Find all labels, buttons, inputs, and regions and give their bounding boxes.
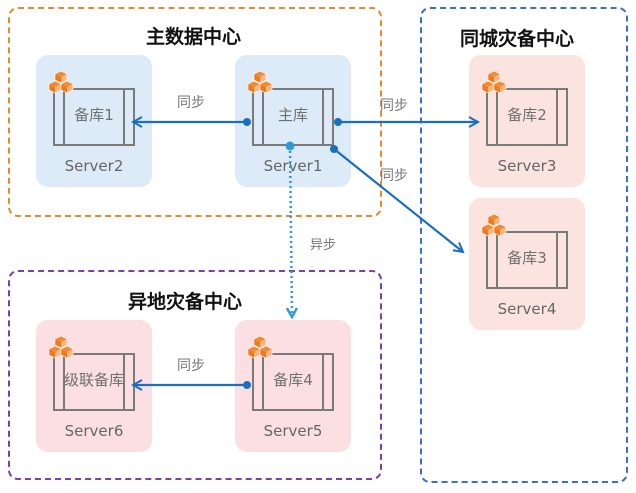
- database-icon: 备库4: [252, 353, 334, 411]
- zone-remote-title: 异地灾备中心: [128, 291, 243, 313]
- cubes-icon: [247, 70, 273, 94]
- edge-label-s1-s3: 同步: [380, 98, 408, 114]
- zone-same-city-title: 同城灾备中心: [460, 28, 575, 50]
- link-endpoint: [330, 145, 338, 153]
- server-card-server3[interactable]: 备库2 Server3: [469, 55, 585, 187]
- cubes-icon: [48, 70, 74, 94]
- edge-label-s1-s4: 同步: [380, 168, 408, 184]
- zone-primary-title: 主数据中心: [146, 26, 242, 48]
- link-endpoint: [334, 118, 342, 126]
- link-server1-server5: [290, 145, 292, 317]
- edge-label-s1-s2: 同步: [177, 95, 205, 111]
- server-label: Server6: [64, 422, 124, 440]
- link-server1-server4: [333, 148, 463, 252]
- server-card-server4[interactable]: 备库3 Server4: [469, 198, 585, 330]
- cubes-icon: [247, 335, 273, 359]
- db-name: 备库3: [507, 249, 547, 267]
- db-name: 备库2: [507, 106, 547, 124]
- server-label: Server5: [263, 422, 323, 440]
- db-name: 备库1: [74, 106, 114, 124]
- server-card-server5[interactable]: 备库4 Server5: [235, 320, 351, 452]
- server-label: Server2: [64, 157, 124, 175]
- link-endpoint: [243, 118, 251, 126]
- db-name: 级联备库: [63, 371, 124, 389]
- db-name: 备库4: [273, 371, 313, 389]
- server-card-server6[interactable]: 级联备库 Server6: [36, 320, 152, 452]
- server-label: Server4: [497, 300, 557, 318]
- server-label: Server3: [497, 157, 557, 175]
- edge-label-s5-s6: 同步: [177, 358, 205, 374]
- edge-label-s1-s5: 异步: [310, 238, 337, 253]
- database-icon: 级联备库: [53, 353, 135, 411]
- db-name: 主库: [277, 106, 308, 124]
- database-icon: 备库2: [486, 88, 568, 146]
- server-card-server1[interactable]: 主库 Server1: [235, 55, 351, 187]
- link-endpoint: [285, 141, 295, 151]
- link-endpoint: [243, 381, 251, 389]
- zone-primary-datacenter: [8, 7, 382, 217]
- zone-remote-dr: [8, 270, 382, 480]
- zone-same-city-dr: [420, 7, 628, 483]
- cubes-icon: [481, 70, 507, 94]
- database-icon: 备库3: [486, 231, 568, 289]
- cubes-icon: [48, 335, 74, 359]
- cubes-icon: [481, 213, 507, 237]
- server-label: Server1: [263, 157, 323, 175]
